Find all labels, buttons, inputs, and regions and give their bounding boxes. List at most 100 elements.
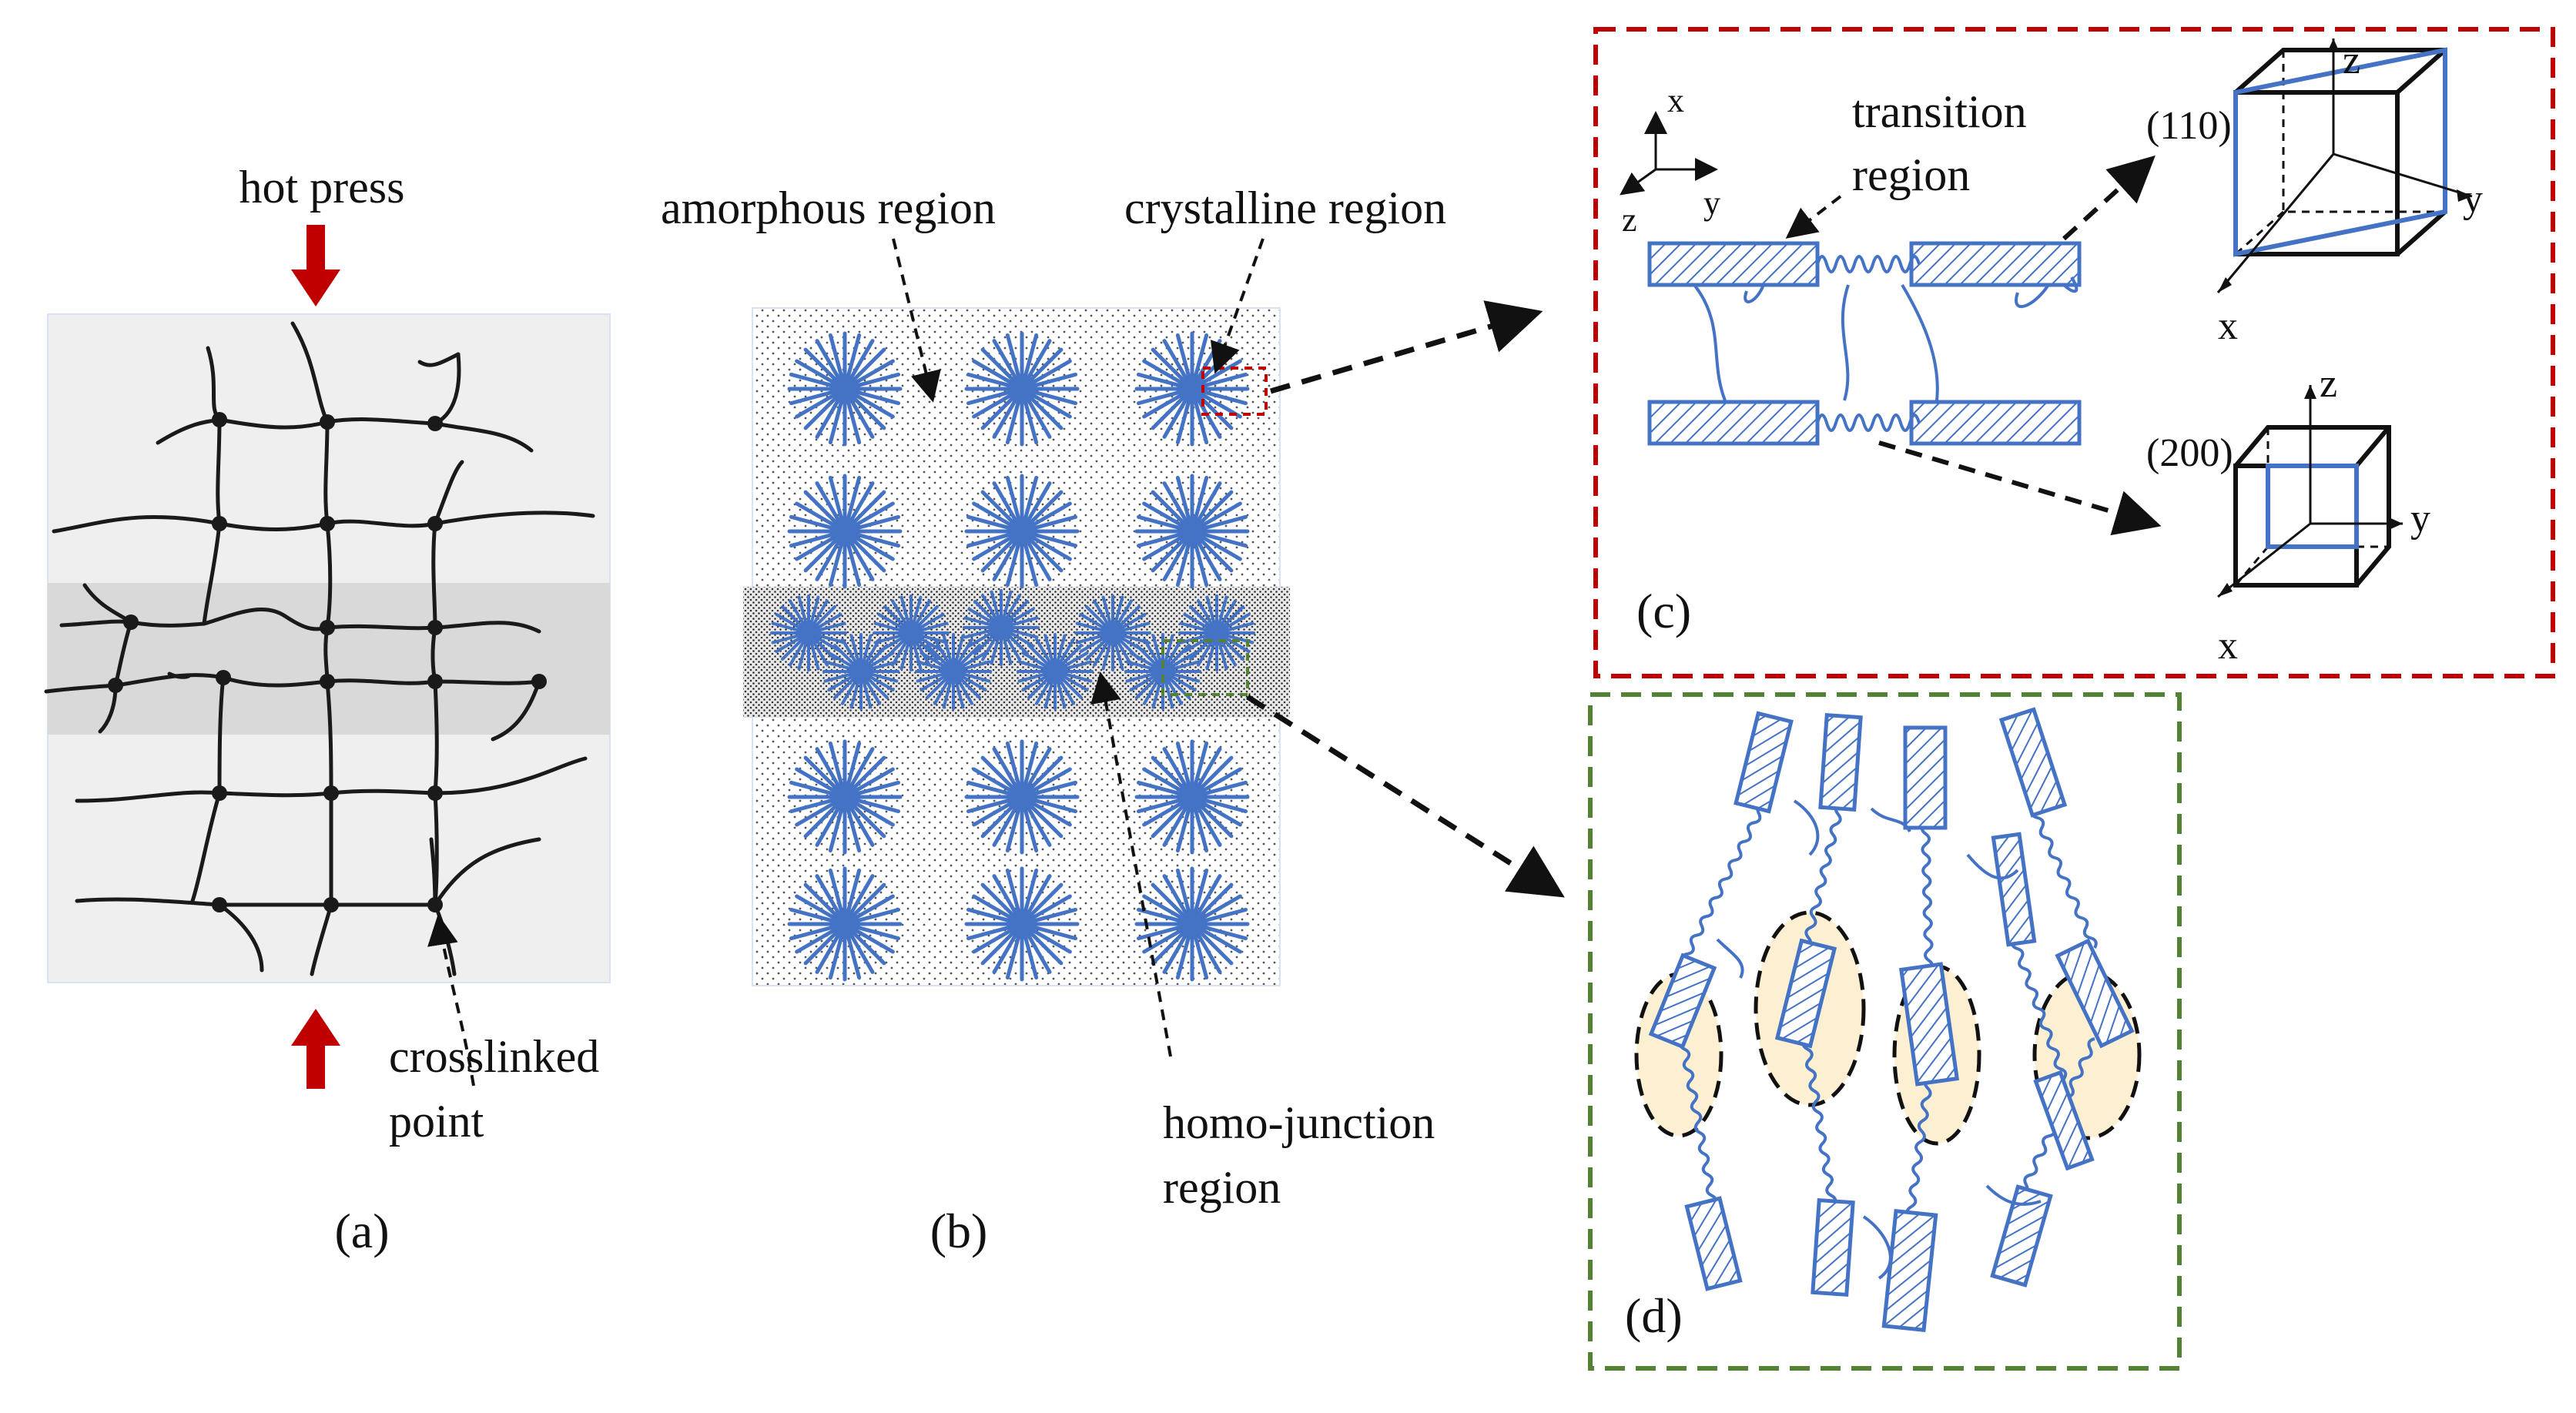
xyz-axes-small <box>1620 111 1718 196</box>
cube-110-axis-x: x <box>2218 304 2238 348</box>
amorphous-pointer-arrow <box>892 238 941 403</box>
hot-press-label: hot press <box>240 162 405 213</box>
spherulite <box>1178 594 1255 671</box>
crystal-lamella <box>1991 832 2037 947</box>
plane-110 <box>2233 47 2447 257</box>
crystalline-region-label: crystalline region <box>1124 182 1446 233</box>
panel-c: x y z transition region <box>1593 27 2555 678</box>
amorphous-coil <box>1905 1076 1932 1219</box>
panel-c-label: (c) <box>1636 584 1691 638</box>
crystal-lamella <box>1811 1197 1855 1297</box>
amorphous-coil <box>1678 1037 1718 1207</box>
plane-110-label: (110) <box>2146 104 2232 148</box>
crosslink-point <box>212 785 227 801</box>
cube-110-edges <box>2233 48 2447 256</box>
panel-a: hot press <box>44 162 611 1258</box>
cube-200-hidden-edges <box>2234 427 2389 586</box>
crosslink-pointer-arrow <box>427 914 475 1087</box>
lamella-chains <box>1648 707 2135 1333</box>
crosslink-point <box>123 614 139 630</box>
crosslink-point <box>427 674 443 689</box>
crystal-lamella <box>2055 938 2135 1049</box>
amorphous-coil <box>1801 1037 1837 1207</box>
press-arrow-bottom <box>291 1009 340 1089</box>
amorphous-coil <box>1680 802 1764 964</box>
cube-200-edges <box>2233 425 2391 588</box>
crosslink-point <box>427 416 443 431</box>
amorphous-coil <box>1804 802 1842 949</box>
cube-200 <box>2217 385 2403 598</box>
axis-z-small: z <box>1622 201 1637 239</box>
transition-coil <box>1816 255 1921 273</box>
crystal-lamella <box>1898 962 1960 1087</box>
spherulite <box>1134 739 1250 855</box>
crosslink-point <box>320 516 335 531</box>
crosslink-point <box>320 620 335 635</box>
crosslinked-point-line2: point <box>389 1096 484 1147</box>
crystal-lamella <box>1990 1184 2053 1287</box>
spherulite <box>787 866 903 982</box>
cube-110-hidden-edges <box>2235 50 2445 256</box>
loose-chain <box>1716 938 1744 979</box>
crosslink-point <box>320 414 335 430</box>
spherulite <box>964 331 1080 447</box>
spherulite <box>822 633 899 710</box>
spherulite <box>873 594 950 671</box>
crosslink-point <box>108 678 123 693</box>
spherulite <box>915 633 992 710</box>
crosslinked-point-line1: crosslinked <box>389 1031 599 1082</box>
crystal-lamella <box>1648 953 1717 1050</box>
arrow-to-cube-110 <box>2062 155 2156 241</box>
lamella-chain <box>1991 832 2095 1171</box>
junction-highlight-box <box>1161 639 1249 696</box>
crosslink-point <box>320 674 335 689</box>
crystal-lamella <box>1734 711 1794 814</box>
loose-chain <box>1966 853 2019 880</box>
arrow-to-cube-200 <box>1878 440 2162 536</box>
transition-coil <box>1816 414 1921 432</box>
panel-d-label: (d) <box>1625 1288 1683 1343</box>
crystal-lamella-left <box>1647 241 1820 287</box>
crystal-lamella <box>2033 1070 2095 1171</box>
crystal-lamella-right <box>1909 241 2082 287</box>
homo-junction-line1: homo-junction <box>1163 1097 1435 1148</box>
zoom-arrow-to-d <box>1246 695 1565 898</box>
amorphous-coil <box>2030 807 2098 949</box>
spherulite <box>770 594 847 671</box>
amorphous-coil <box>2010 937 2068 1080</box>
panel-b: amorphous region crystalline region homo… <box>661 182 1565 1258</box>
spherulite <box>1124 633 1201 710</box>
loose-chain <box>1985 1184 2042 1206</box>
cube-200-axis-y: y <box>2410 497 2430 541</box>
lamella-chain <box>1774 712 1863 1297</box>
cube-110-axes <box>2216 39 2473 293</box>
spherulite <box>787 739 903 855</box>
axis-x-small: x <box>1667 82 1684 119</box>
crosslink-point <box>212 897 227 912</box>
crosslink-point <box>427 620 443 635</box>
plane-200-label: (200) <box>2146 431 2233 475</box>
loose-chain <box>1793 799 1820 856</box>
panel-b-label: (b) <box>930 1204 988 1258</box>
lamella-chain <box>1881 725 1960 1333</box>
tie-chains <box>1693 276 2079 401</box>
zoom-arrow-to-c <box>1270 300 1543 394</box>
cube-110 <box>2216 39 2473 293</box>
panel-c-frame <box>1593 27 2555 678</box>
cube-110-axis-y: y <box>2463 177 2483 221</box>
lamella-chain <box>1990 707 2135 1287</box>
spherulite <box>1134 866 1250 982</box>
lamella-stack-lower <box>1647 400 2082 446</box>
spherulite <box>1074 594 1151 671</box>
spherulite <box>1134 331 1250 447</box>
amorphous-coil <box>1920 822 1935 973</box>
transition-pointer-arrow <box>1785 195 1842 239</box>
crosslink-point <box>323 897 339 912</box>
spherulite <box>964 739 1080 855</box>
spherulite <box>787 331 903 447</box>
transition-region-label: transition region <box>1852 86 2038 200</box>
loose-chain <box>1862 1215 1892 1280</box>
crosslink-point <box>323 785 339 801</box>
crystal-lamella <box>1774 938 1837 1049</box>
